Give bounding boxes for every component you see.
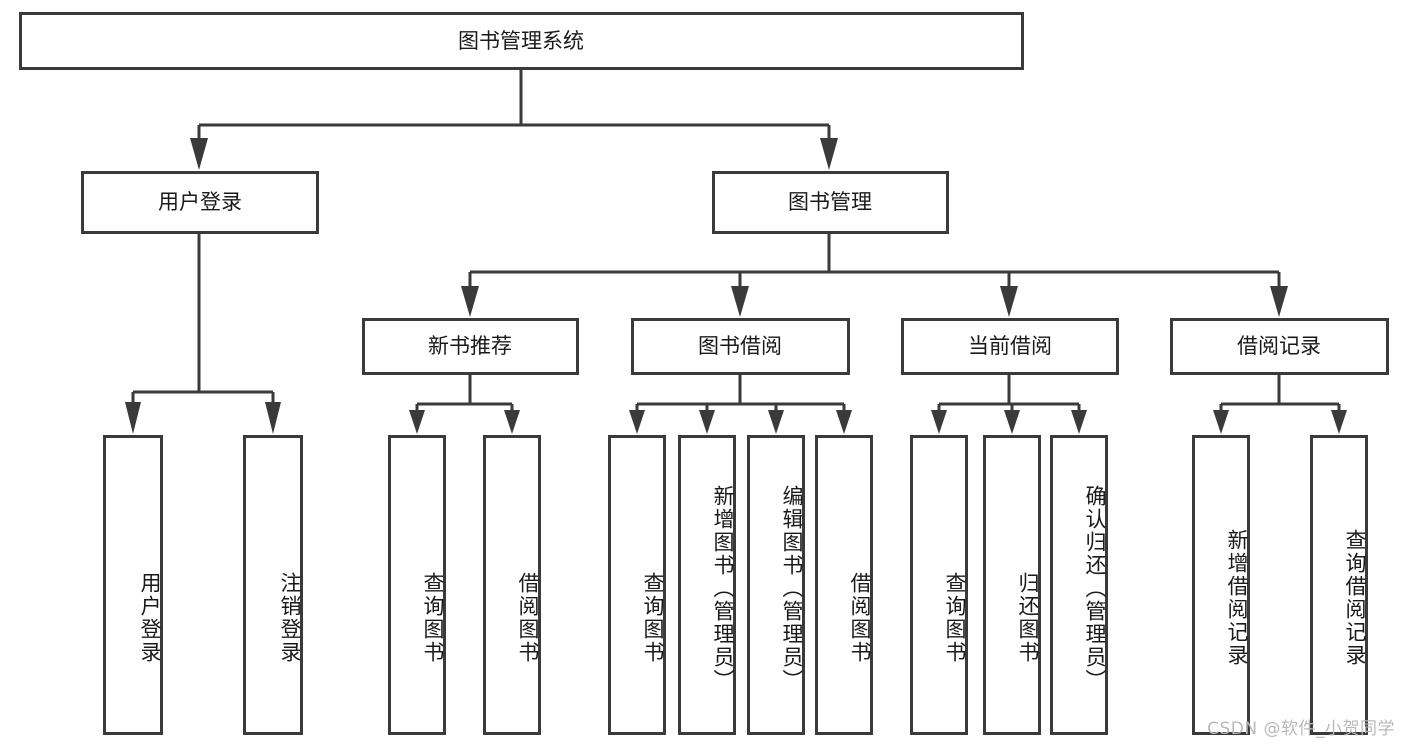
node-user-login[interactable]: 用户登录 — [81, 171, 319, 234]
arrow-head-icon — [504, 410, 520, 434]
leaf-box-add-book-admin[interactable] — [678, 435, 736, 735]
arrow-head-icon — [1004, 410, 1020, 434]
node-book-management[interactable]: 图书管理 — [712, 171, 949, 234]
arrow-head-icon — [1071, 410, 1087, 434]
node-new-book-recommend[interactable]: 新书推荐 — [362, 318, 579, 375]
connector-group-new-book — [409, 374, 520, 434]
leaf-box-edit-book-admin[interactable] — [747, 435, 805, 735]
leaf-box-borrow-book[interactable] — [815, 435, 873, 735]
arrow-head-icon — [699, 410, 715, 434]
connector-group-borrow-record — [1213, 374, 1347, 434]
leaf-box-query-book-borrow[interactable] — [608, 435, 666, 735]
leaf-box-logout[interactable] — [243, 435, 303, 735]
node-current-borrow-box[interactable] — [901, 318, 1119, 375]
node-root-box[interactable] — [19, 12, 1024, 70]
leaf-box-confirm-return-admin[interactable] — [1050, 435, 1108, 735]
node-root[interactable]: 图书管理系统 — [19, 12, 1024, 70]
node-book-management-box[interactable] — [712, 171, 949, 234]
arrow-head-icon — [768, 410, 784, 434]
arrow-head-icon — [1331, 410, 1347, 434]
node-user-login-box[interactable] — [81, 171, 319, 234]
connector-group-borrow — [629, 374, 852, 434]
arrow-head-icon — [190, 138, 208, 170]
leaf-box-query-book-current[interactable] — [910, 435, 968, 735]
arrow-head-icon — [731, 286, 749, 317]
csdn-watermark: CSDN @软件_小贺同学 — [1207, 719, 1395, 739]
leaf-box-query-book-recommend[interactable] — [388, 435, 446, 735]
node-root-label: 图书管理系统 — [458, 29, 584, 53]
connector-group-book-mgmt — [461, 233, 1288, 317]
node-book-borrow-label: 图书借阅 — [698, 334, 782, 358]
node-borrow-record-label: 借阅记录 — [1237, 334, 1321, 358]
arrow-head-icon — [931, 410, 947, 434]
leaf-box-borrow-book-recommend[interactable] — [483, 435, 541, 735]
leaf-box-user-login[interactable] — [103, 435, 163, 735]
arrow-head-icon — [1213, 410, 1229, 434]
arrow-head-icon — [820, 138, 838, 170]
leaf-box-add-borrow-record[interactable] — [1192, 435, 1250, 735]
leaf-box-return-book[interactable] — [983, 435, 1041, 735]
arrow-head-icon — [409, 410, 425, 434]
arrow-head-icon — [265, 402, 281, 434]
arrow-head-icon — [629, 410, 645, 434]
node-new-book-recommend-box[interactable] — [362, 318, 579, 375]
connector-group-current-borrow — [931, 374, 1087, 434]
node-book-borrow[interactable]: 图书借阅 — [631, 318, 850, 375]
arrow-head-icon — [1000, 286, 1018, 317]
leaf-box-query-borrow-record[interactable] — [1310, 435, 1368, 735]
node-borrow-record[interactable]: 借阅记录 — [1170, 318, 1389, 375]
node-borrow-record-box[interactable] — [1170, 318, 1389, 375]
node-current-borrow[interactable]: 当前借阅 — [901, 318, 1119, 375]
node-book-management-label: 图书管理 — [788, 190, 872, 214]
node-new-book-recommend-label: 新书推荐 — [428, 334, 512, 358]
connector-group-root — [190, 69, 838, 170]
node-book-borrow-box[interactable] — [631, 318, 850, 375]
node-current-borrow-label: 当前借阅 — [968, 334, 1052, 358]
arrow-head-icon — [836, 410, 852, 434]
arrow-head-icon — [125, 402, 141, 434]
arrow-head-icon — [461, 286, 479, 317]
connector-group-user-login — [125, 233, 281, 434]
leaf-boxes — [103, 435, 1368, 735]
arrow-head-icon — [1270, 286, 1288, 317]
node-user-login-label: 用户登录 — [158, 190, 242, 214]
